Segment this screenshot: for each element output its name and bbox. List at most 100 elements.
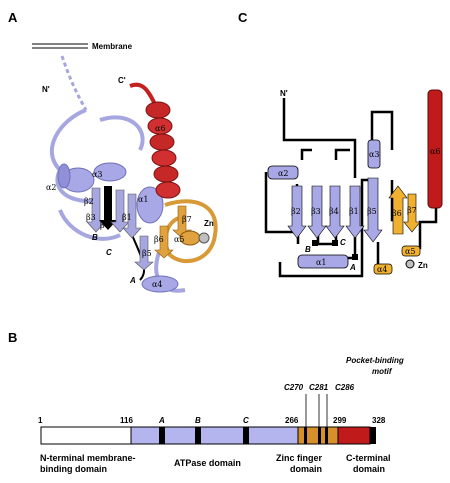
label-motif-c: C <box>106 248 112 257</box>
topo-b3-b4 <box>316 232 338 246</box>
zinc-finger-domain-label-line2: domain <box>290 464 322 474</box>
topo-helix-a4 <box>373 263 393 275</box>
topo-helix-a3 <box>367 139 381 169</box>
label-a2: α2 <box>46 183 57 192</box>
membrane-label: Membrane <box>92 42 133 51</box>
strand-b3 <box>99 186 117 230</box>
motif-a-label: A <box>158 416 165 425</box>
topo-helix-a5 <box>401 245 421 257</box>
atpase-domain-bar <box>130 426 299 445</box>
panel-c-n-term: N' <box>280 89 288 98</box>
n-terminal-domain-label-line1: N-terminal membrane- <box>40 453 136 463</box>
panel-a-structure: Membrane N' <box>32 42 218 293</box>
topo-n-path <box>282 98 357 178</box>
topo-label-b3: β3 <box>311 207 321 216</box>
topo-label-b4: β4 <box>329 207 339 216</box>
motif-b-bar <box>195 427 201 444</box>
topo-strand-b2 <box>287 185 307 239</box>
label-a1: α1 <box>138 195 149 204</box>
zn-ion-a <box>198 232 210 244</box>
topo-label-a5: α5 <box>405 247 416 256</box>
topo-strand-b4 <box>325 185 345 239</box>
label-b4: β4 <box>100 221 110 230</box>
motif-c-label: C <box>243 416 249 425</box>
label-b3: β3 <box>86 213 96 222</box>
label-a6: α6 <box>155 124 166 133</box>
label-b7: β7 <box>182 215 192 224</box>
topo-label-motif-c: C <box>340 238 346 247</box>
topo-label-motif-a: A <box>349 263 356 272</box>
helix-a6 <box>145 101 181 199</box>
pocket-motif-label-line2: motif <box>372 367 393 376</box>
c-terminal-domain-bar <box>337 426 371 445</box>
strand-b5 <box>134 235 154 271</box>
domain-map <box>40 394 376 445</box>
topo-label-a1: α1 <box>316 258 327 267</box>
zn-ion-c <box>405 259 415 269</box>
panel-a-label: A <box>8 10 18 25</box>
panel-c-label: C <box>238 10 248 25</box>
zinc-finger-domain-label-line1: Zinc finger <box>276 453 322 463</box>
topo-label-b6: β6 <box>392 209 402 218</box>
topo-a3-b5 <box>370 110 394 150</box>
label-motif-b: B <box>92 233 98 242</box>
label-motif-a: A <box>129 276 136 285</box>
strand-b2 <box>86 187 106 233</box>
topo-helix-a6 <box>427 89 443 209</box>
c-terminal-domain-label-line1: C-terminal <box>346 453 391 463</box>
panel-a-n-term: N' <box>42 85 50 94</box>
pos-328: 328 <box>372 416 386 425</box>
topo-a1-b5 <box>278 178 372 278</box>
label-zn-a: Zn <box>204 219 214 228</box>
pos-1: 1 <box>38 416 43 425</box>
n-terminal-domain-label-line2: binding domain <box>40 464 107 474</box>
pos-299: 299 <box>333 416 347 425</box>
topo-label-a4: α4 <box>377 265 388 274</box>
helix-a3 <box>93 162 127 182</box>
topo-label-a2: α2 <box>278 169 289 178</box>
c281-label: C281 <box>309 383 329 392</box>
c270-label: C270 <box>284 383 304 392</box>
topo-label-a6: α6 <box>430 147 441 156</box>
topo-label-b2: β2 <box>291 207 301 216</box>
topo-label-zn: Zn <box>418 261 428 270</box>
label-b2: β2 <box>84 197 94 206</box>
topo-strand-b3 <box>307 185 327 239</box>
topo-motif-c-mark <box>332 240 338 246</box>
topo-label-b5: β5 <box>367 207 377 216</box>
topo-strand-b6 <box>388 185 408 235</box>
label-b1: β1 <box>122 213 132 222</box>
label-a4: α4 <box>152 280 163 289</box>
strand-b1 <box>122 193 142 239</box>
topo-strand-b5 <box>363 177 383 243</box>
motif-b-label: B <box>195 416 201 425</box>
topo-helix-a2 <box>267 165 299 180</box>
c281-bar <box>318 427 321 444</box>
topo-label-b7: β7 <box>407 206 417 215</box>
helix-a2 <box>57 163 95 193</box>
label-a5: α5 <box>174 235 185 244</box>
motif-a-bar <box>159 427 165 444</box>
topo-strand-b1 <box>345 185 365 239</box>
c-terminal-domain-label-line2: domain <box>353 464 385 474</box>
topo-label-a3: α3 <box>369 150 380 159</box>
pocket-motif-label-line1: Pocket-binding <box>346 356 404 365</box>
n-term-tether <box>60 55 88 111</box>
panel-a-c-term: C' <box>118 76 126 85</box>
n-terminal-domain-bar <box>40 426 132 445</box>
loop-3 <box>58 209 121 241</box>
pocket-binding-motif-bar <box>370 427 376 444</box>
helix-a4 <box>141 275 179 293</box>
topo-strand-b7 <box>403 193 421 233</box>
label-b6: β6 <box>154 235 164 244</box>
panel-c-elements: N' C' α2 α1 α3 β2 β3 β4 β1 β5 β6 β7 α5 α… <box>267 89 443 275</box>
motif-c-bar <box>243 427 249 444</box>
label-b5: β5 <box>142 249 152 258</box>
c286-bar <box>325 427 328 444</box>
pos-266: 266 <box>285 416 299 425</box>
pos-116: 116 <box>120 416 133 425</box>
topo-motif-a-mark <box>352 254 358 260</box>
strand-b6 <box>154 225 174 259</box>
strand-b4 <box>110 189 130 233</box>
